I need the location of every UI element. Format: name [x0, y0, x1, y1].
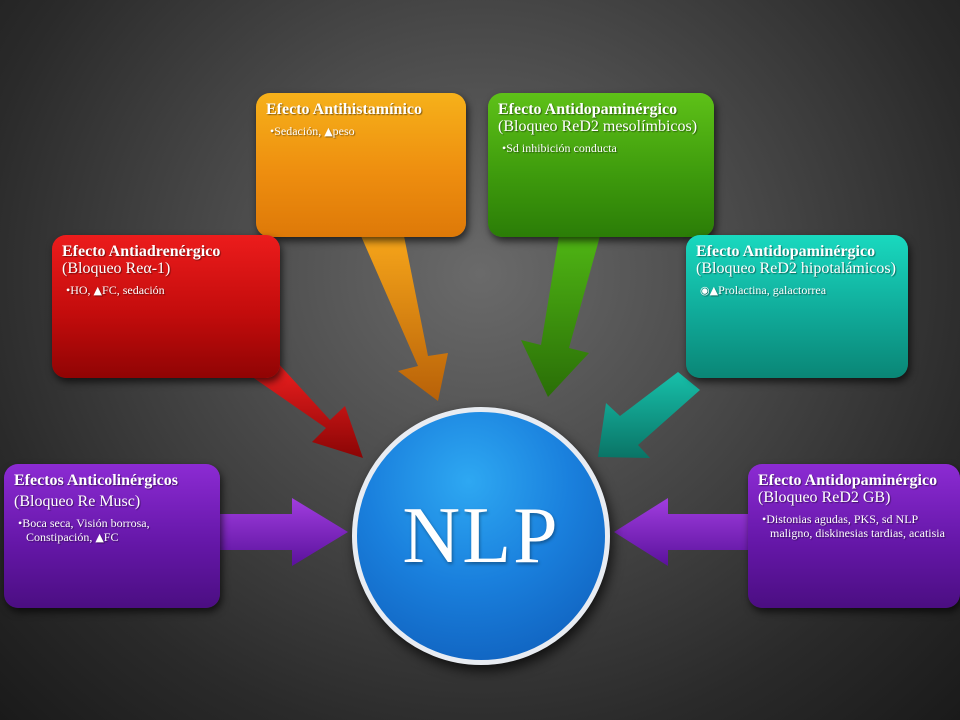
up-arrow-icon: ▲: [324, 125, 333, 138]
antidopa-hipo-bullet: ◉▲Prolactina, galactorrea: [700, 283, 827, 297]
antiadrenergico-title: Efecto Antiadrenérgico: [62, 243, 221, 260]
up-arrow-icon: ▲: [93, 284, 103, 297]
antidopa-meso-title: Efecto Antidopaminérgico: [498, 101, 678, 118]
anticolinergicos-subtitle: (Bloqueo Re Musc): [14, 493, 141, 510]
up-arrow-icon: ▲: [709, 284, 719, 297]
anticolinergicos-title: Efectos Anticolinérgicos: [14, 472, 178, 489]
box-anticolinergicos: Efectos Anticolinérgicos (Bloqueo Re Mus…: [4, 464, 220, 608]
up-arrow-icon: ▲: [95, 531, 104, 544]
box-antidopa-gb: Efecto Antidopaminérgico (Bloqueo ReD2 G…: [748, 464, 960, 608]
box-antidopa-hipo: Efecto Antidopaminérgico (Bloqueo ReD2 h…: [686, 235, 908, 378]
antidopa-hipo-subtitle: (Bloqueo ReD2 hipotalámicos): [696, 260, 896, 277]
arrow-antidopa-meso: [521, 236, 600, 397]
nlp-label: NLP: [402, 491, 560, 580]
arrow-antiadrenergico: [248, 361, 363, 458]
antidopa-gb-subtitle: (Bloqueo ReD2 GB): [758, 489, 891, 506]
antidopa-hipo-title: Efecto Antidopaminérgico: [696, 243, 876, 260]
nlp-center-circle: NLP: [352, 407, 610, 665]
antidopa-gb-title: Efecto Antidopaminérgico: [758, 472, 938, 489]
antidopa-meso-bullet: •Sd inhibición conducta: [502, 141, 617, 155]
arrow-antihistaminico: [361, 236, 448, 401]
box-antiadrenergico: Efecto Antiadrenérgico (Bloqueo Reα-1) •…: [52, 235, 280, 378]
antihistaminico-bullet: •Sedación, ▲peso: [270, 124, 355, 138]
antidopa-gb-bullet: •Distonias agudas, PKS, sd NLP maligno, …: [762, 512, 945, 540]
antidopa-meso-subtitle: (Bloqueo ReD2 mesolímbicos): [498, 118, 698, 135]
anticolinergicos-bullet: •Boca seca, Visión borrosa, Constipación…: [18, 516, 150, 544]
antihistaminico-title: Efecto Antihistamínico: [266, 101, 422, 118]
arrow-antidopa-hipo: [598, 372, 700, 458]
arrow-antidopa-gb: [614, 498, 752, 566]
antiadrenergico-subtitle: (Bloqueo Reα-1): [62, 260, 171, 277]
arrow-anticolinergicos: [218, 498, 348, 566]
box-antidopa-meso: Efecto Antidopaminérgico (Bloqueo ReD2 m…: [488, 93, 714, 237]
antiadrenergico-bullet: •HO, ▲FC, sedación: [66, 283, 165, 297]
box-antihistaminico: Efecto Antihistamínico •Sedación, ▲peso: [256, 93, 466, 237]
bullet-circle-icon: ◉: [700, 284, 710, 297]
